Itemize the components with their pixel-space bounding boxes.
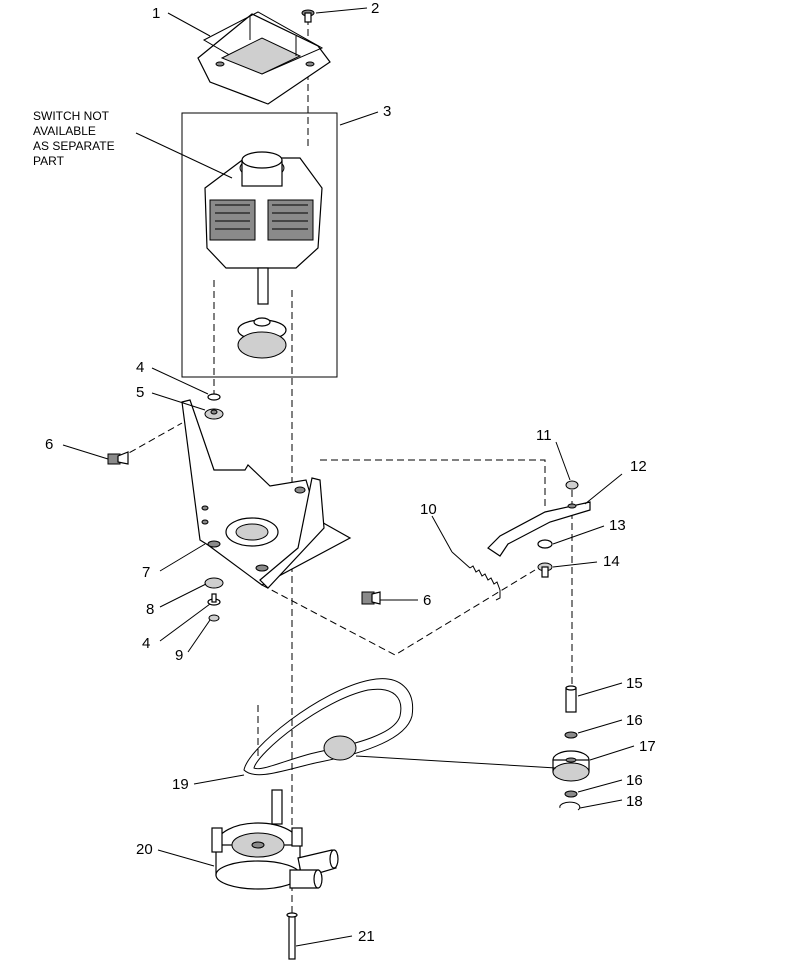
callout-18: 18 bbox=[626, 793, 643, 810]
callout-3: 3 bbox=[383, 103, 391, 120]
drive-belt-19 bbox=[243, 678, 414, 776]
alignment-lines bbox=[119, 18, 573, 930]
nut-9 bbox=[208, 614, 220, 622]
callout-2: 2 bbox=[371, 0, 379, 17]
callout-numbers: 1 2 3 4 5 6 7 8 4 9 6 10 11 12 13 14 15 … bbox=[45, 0, 656, 945]
callout-12: 12 bbox=[630, 458, 647, 475]
callout-14: 14 bbox=[603, 553, 620, 570]
grommet-5 bbox=[204, 408, 224, 420]
bolt-21 bbox=[286, 912, 298, 960]
callout-6-left: 6 bbox=[45, 436, 53, 453]
shaft-15 bbox=[565, 685, 577, 713]
washer-16-bottom bbox=[564, 790, 578, 798]
note-line-3: AS SEPARATE bbox=[33, 139, 115, 153]
callout-21: 21 bbox=[358, 928, 375, 945]
callout-15: 15 bbox=[626, 675, 643, 692]
callout-9: 9 bbox=[175, 647, 183, 664]
motor-bracket bbox=[181, 399, 352, 589]
nut-11 bbox=[565, 480, 579, 490]
callout-10: 10 bbox=[420, 501, 437, 518]
callout-16-top: 16 bbox=[626, 712, 643, 729]
callout-20: 20 bbox=[136, 841, 153, 858]
callout-11: 11 bbox=[536, 427, 552, 444]
washer-4-bottom bbox=[207, 593, 221, 606]
callout-19: 19 bbox=[172, 776, 189, 793]
callout-1: 1 bbox=[152, 5, 160, 22]
washer-13 bbox=[537, 539, 553, 549]
callout-4-top: 4 bbox=[136, 359, 144, 376]
note-line-4: PART bbox=[33, 154, 65, 168]
washer-4-top bbox=[207, 393, 221, 401]
screw-6-right bbox=[361, 591, 381, 605]
grommet-8 bbox=[204, 577, 224, 589]
callout-16-bottom: 16 bbox=[626, 772, 643, 789]
pump-20 bbox=[211, 789, 339, 890]
callout-7: 7 bbox=[142, 564, 150, 581]
clip-18 bbox=[559, 801, 581, 811]
idler-pulley-17 bbox=[552, 750, 590, 782]
callout-5: 5 bbox=[136, 384, 144, 401]
idler-arm-12 bbox=[487, 501, 591, 557]
note-line-2: AVAILABLE bbox=[33, 124, 96, 138]
callout-8: 8 bbox=[146, 601, 154, 618]
callout-13: 13 bbox=[609, 517, 626, 534]
note-line-1: SWITCH NOT bbox=[33, 109, 110, 123]
motor-cover bbox=[197, 11, 331, 105]
leader-lines bbox=[62, 7, 635, 947]
washer-16-top bbox=[564, 731, 578, 739]
motor bbox=[204, 151, 323, 359]
callout-17: 17 bbox=[639, 738, 656, 755]
spring-10 bbox=[451, 551, 501, 601]
screw-6-left bbox=[107, 451, 129, 465]
switch-note: SWITCH NOT AVAILABLE AS SEPARATE PART bbox=[33, 109, 115, 168]
motor-group-box bbox=[181, 112, 338, 378]
callout-4-bottom: 4 bbox=[142, 635, 150, 652]
screw-2 bbox=[301, 9, 315, 23]
callout-6-right: 6 bbox=[423, 592, 431, 609]
stud-14 bbox=[537, 562, 553, 578]
